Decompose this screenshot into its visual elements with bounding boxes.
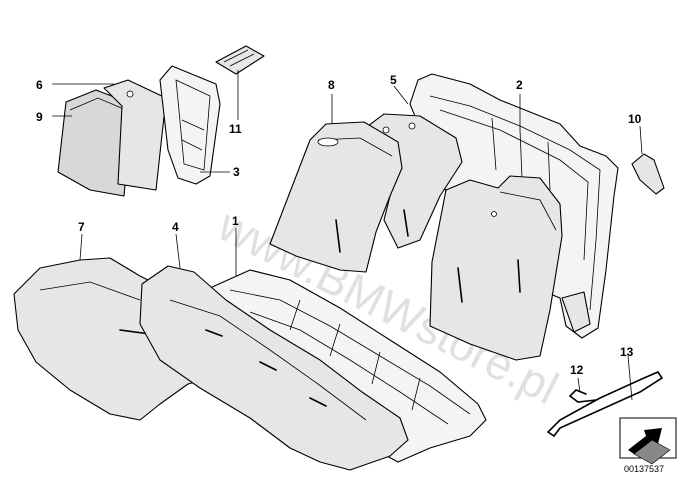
leader-lines	[52, 70, 643, 401]
reference-number: 00137537	[624, 464, 664, 474]
callout-2: 2	[516, 78, 523, 92]
callout-8: 8	[328, 78, 335, 92]
reference-box: 00137537	[619, 417, 677, 474]
callout-13: 13	[620, 345, 634, 359]
callout-7: 7	[78, 220, 85, 234]
callout-6: 6	[36, 78, 43, 92]
callout-11: 11	[229, 122, 242, 136]
part-9-cover	[57, 89, 133, 197]
callout-1: 1	[232, 214, 239, 228]
part-4-seat-pad	[139, 265, 409, 471]
backrest-right-panel	[429, 175, 563, 361]
callout-3: 3	[233, 165, 240, 179]
callout-10: 10	[628, 112, 642, 126]
part-6-cover	[103, 79, 167, 191]
part-13-cable	[546, 371, 664, 438]
part-3-frame	[159, 65, 221, 185]
part-8-backrest-left	[269, 121, 403, 273]
arrow-box-icon	[628, 428, 671, 465]
callout-12: 12	[570, 363, 584, 377]
callout-4: 4	[172, 220, 179, 234]
part-12-hook	[568, 389, 597, 403]
part-11-bracket	[215, 45, 265, 75]
callout-9: 9	[36, 110, 43, 124]
callout-5: 5	[390, 73, 397, 87]
part-10-clip	[631, 153, 665, 195]
